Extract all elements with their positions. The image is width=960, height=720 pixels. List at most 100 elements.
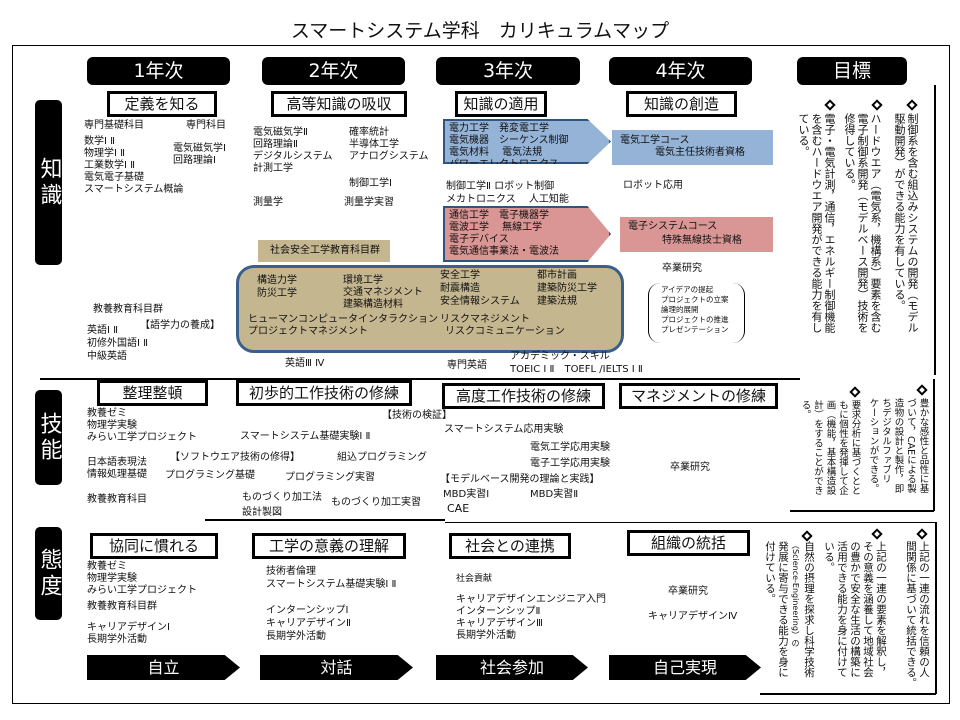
course: 電子工学応用実験: [530, 458, 610, 469]
course: 情報処理基礎: [87, 469, 147, 480]
goal-line: 修得している。: [843, 113, 856, 190]
english-courses: 英語Ⅰ Ⅱ 初修外国語Ⅰ Ⅱ 中級英語: [87, 324, 148, 363]
knowledge-heading-2: 高等知識の吸収: [271, 91, 407, 117]
safety-col2: 環境工学 交通マネジメント 建築構造材料: [343, 275, 423, 311]
goal-line: 画（機能，基本構造設: [824, 400, 836, 495]
course: 制御工学Ⅱ ロボット制御: [446, 181, 555, 192]
divider-knowledge-skills: [40, 378, 800, 380]
goal-attitude-border-bottom: [760, 693, 936, 695]
knowledge-heading-3: 知識の適用: [455, 91, 547, 117]
attitude-y2-list-a: 技術者倫理 スマートシステム基礎実験Ⅰ Ⅱ: [266, 565, 396, 591]
goal-attitude-border-right: [935, 522, 937, 694]
course: 電子デバイス: [449, 234, 509, 245]
course: キャリアデザインⅡ: [266, 618, 351, 629]
course: プロジェクトマネジメント: [248, 326, 368, 337]
certification: 特殊無線技士資格: [662, 235, 742, 246]
certification: 電気主任技術者資格: [655, 147, 745, 158]
major-subjects-list: 電気磁気学Ⅰ 回路理論Ⅰ: [173, 143, 226, 167]
course: 電気通信事業法・電波法: [449, 246, 559, 257]
electronic-course-arrow: 通信工学 電子機器学 電波工学 無線工学 電子デバイス 電気通信事業法・電波法: [443, 206, 611, 262]
goal-line: 駆動開発）ができる能力を有している。: [893, 113, 906, 311]
course: 電気工学応用実験: [530, 442, 610, 453]
attitude-y1-list-c: キャリアデザインⅠ 長期学外活動: [87, 622, 170, 646]
year2-courses-col1: 電気磁気学Ⅱ 回路理論Ⅱ デジタルシステム 計測工学: [253, 127, 333, 175]
safety-courses-box: 構造力学 防災工学 環境工学 交通マネジメント 建築構造材料 安全工学 耐震構造…: [236, 265, 624, 353]
course: 防災工学: [257, 288, 297, 299]
stage-arrow-4: 自己実現: [609, 655, 761, 680]
course: 交通マネジメント: [343, 287, 423, 298]
attitude-y2-list-b: インターンシップⅠ キャリアデザインⅡ 長期学外活動: [266, 604, 351, 643]
goal-skills-border-right: [933, 379, 935, 511]
goal-line: 電子制御系開発（モデルベース開発）技術を: [856, 113, 869, 333]
goal-line: 豊かな感性と品性に基: [917, 398, 929, 493]
course: 環境工学: [343, 275, 383, 286]
course: 英語Ⅰ Ⅱ: [87, 325, 119, 336]
course: デジタルシステム: [253, 151, 333, 162]
skill: プロジェクトの立案: [661, 295, 729, 304]
course: 測量学実習: [344, 197, 394, 208]
goal-line: ている。: [797, 113, 810, 157]
course: みらい工学プロジェクト: [87, 585, 197, 596]
goal-line: ちデジタルファブリ: [880, 398, 891, 484]
electrical-course-box: 電気工学コース 電気主任技術者資格: [612, 130, 773, 165]
course: 建築構造材料: [343, 299, 403, 310]
course: キャリアデザインエンジニア入門: [456, 594, 606, 605]
goal-skills-border-bottom: [790, 510, 934, 512]
course: インターンシップⅠ: [266, 605, 349, 616]
course: ものづくり加工法: [242, 492, 322, 503]
course: スマートシステム基礎実験Ⅰ Ⅱ: [266, 579, 397, 590]
course: 物理学Ⅰ Ⅱ: [84, 148, 126, 159]
category-knowledge: 知識: [35, 100, 62, 265]
course: 回路理論Ⅰ: [173, 155, 216, 166]
course: 計測工学: [253, 163, 293, 174]
course: 教養教育科目群: [87, 601, 157, 612]
course: 半導体工学: [349, 139, 399, 150]
attitude-y3-list-b: キャリアデザインエンジニア入門 インターンシップⅡ キャリアデザインⅢ 長期学外…: [456, 594, 606, 642]
goal-line: 付けている。: [764, 541, 776, 604]
course: ヒューマンコンピュータインタラクション: [248, 314, 438, 325]
course: 測量学: [253, 197, 283, 208]
safety-group-label: 社会安全工学教育科目群: [258, 240, 390, 262]
goal-line: 計）をすることができ: [812, 400, 823, 495]
goal-attitude-2: 上記の一連の要素を解釈し， その意義を涵養して地域社会 の豊かで安全な生活の構築…: [822, 541, 887, 678]
section-note: 【技術の検証】: [382, 410, 452, 421]
goal-knowledge-3: 電子・電気計測，通信，エネルギー制御機能 を含むハードウエア開発ができる能力を有…: [797, 113, 836, 333]
attitude-heading-2: 工学の意義の理解: [252, 533, 406, 559]
course: 安全情報システム: [440, 296, 520, 307]
category-skills: 技能: [35, 390, 62, 485]
course: 制御工学Ⅰ: [349, 178, 392, 189]
course: 組込プログラミング: [337, 452, 427, 463]
course: ロボット応用: [623, 180, 683, 191]
electrical-course-arrow: 電力工学 発変電工学 電気機器 シーケンス制御 電気材料 電気法規 パワーエレク…: [443, 119, 611, 164]
course: 電気機器 シーケンス制御: [449, 135, 569, 146]
goal-line: の豊かで安全な生活の構築に: [849, 541, 861, 678]
goal-attitude-3: 自然の摂理を探求し科学技術 （Science-Engineering）の 発展に…: [763, 541, 815, 678]
goal-line: （Science-Engineering）の: [791, 541, 800, 647]
course: 英語Ⅲ Ⅳ: [285, 358, 325, 369]
goal-line: 造物の設計と製作，即: [892, 398, 904, 493]
course: 卒業研究: [670, 462, 710, 473]
attitude-y1-list-a: 教養ゼミ 物理学実験 みらい工学プロジェクト: [87, 561, 197, 597]
course: 都市計画: [537, 270, 577, 281]
course: 工業数学Ⅰ Ⅱ: [84, 160, 136, 171]
goal-line: 発展に寄与できる能力を身に: [777, 541, 789, 678]
goal-line: いる。: [823, 541, 835, 573]
stage-arrow-1: 自立: [87, 655, 240, 680]
goal-line: 要求分析に基づくとと: [849, 400, 861, 495]
major-subjects-label: 専門科目: [186, 120, 226, 131]
goal-line: 自然の摂理を探求し科学技術: [803, 541, 815, 678]
course: MBD実習Ⅰ: [443, 489, 490, 500]
course: 長期学外活動: [87, 634, 147, 645]
section-note: 【モデルベース開発の理論と実践】: [440, 474, 600, 485]
year-2-header: 2年次: [262, 57, 405, 85]
course: 数学Ⅰ Ⅱ: [84, 136, 116, 147]
course: スマートシステム基礎実験Ⅰ Ⅱ: [240, 431, 371, 442]
goal-line: 上記の一連の流れを信頼の人: [918, 541, 930, 678]
safety-col3: 安全工学 耐震構造 安全情報システム: [440, 269, 520, 308]
safety-col6: リスクマネジメント リスクコミュニケーション: [440, 314, 565, 338]
course: 長期学外活動: [456, 630, 516, 641]
stage-arrow-2: 対話: [260, 655, 413, 680]
course: 社会貢献: [456, 574, 493, 584]
course: 教養教育科目: [87, 494, 147, 505]
course: 技術者倫理: [266, 566, 316, 577]
